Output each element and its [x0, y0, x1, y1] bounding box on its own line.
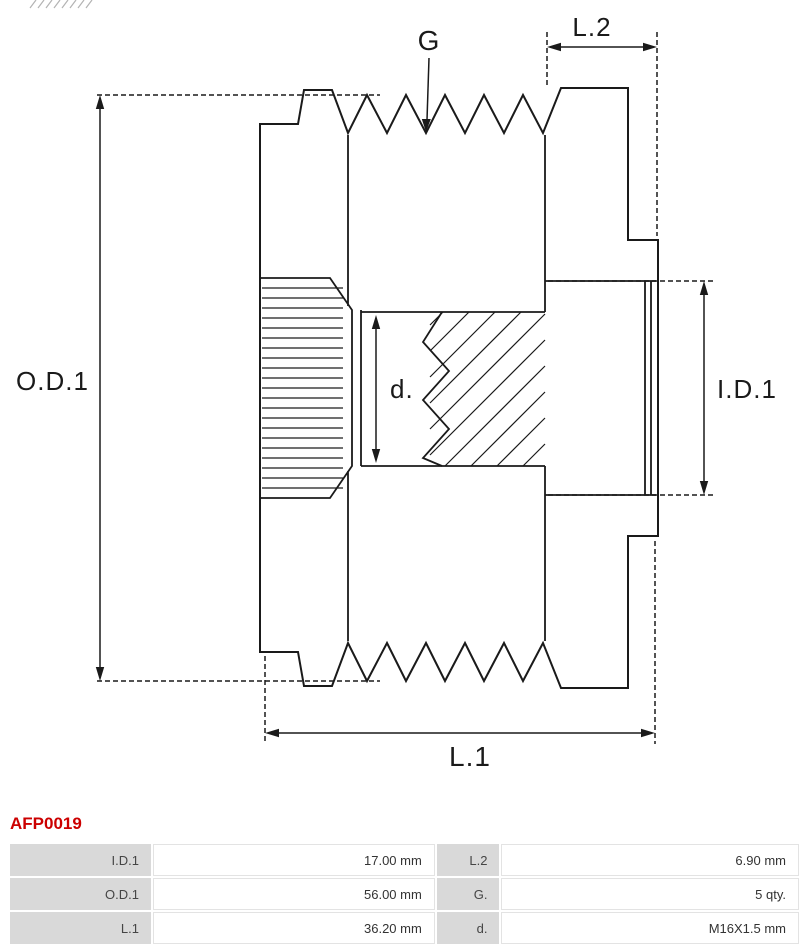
pulley-diagram-svg: O.D.1 I.D.1 d. — [16, 0, 777, 772]
spec-label-l2: L.2 — [436, 844, 500, 876]
dimension-label-g: G — [418, 25, 441, 56]
spec-value-g: 5 qty. — [501, 878, 799, 910]
knurl-hatch — [262, 287, 343, 489]
dimension-label-d: d. — [390, 374, 414, 404]
thread-profile — [421, 311, 451, 467]
dimension-id1: I.D.1 — [548, 280, 777, 496]
thread-hatch — [429, 311, 546, 467]
arrowhead-icon — [641, 728, 655, 738]
dimension-od1: O.D.1 — [16, 94, 380, 682]
dimension-label-od1: O.D.1 — [16, 366, 89, 396]
dimension-l1: L.1 — [264, 541, 656, 772]
arrowhead-icon — [371, 449, 381, 463]
dimension-l2: L.2 — [546, 12, 658, 236]
arrowhead-icon — [699, 281, 709, 295]
arrowhead-icon — [265, 728, 279, 738]
dimension-label-l1: L.1 — [449, 741, 491, 772]
spec-table: I.D.1 17.00 mm L.2 6.90 mm O.D.1 56.00 m… — [8, 842, 801, 946]
spec-label-d: d. — [436, 912, 500, 944]
dimension-g: G — [418, 25, 441, 132]
arrowhead-icon — [547, 42, 561, 52]
technical-drawing: O.D.1 I.D.1 d. — [16, 0, 777, 772]
dimension-d: d. — [371, 315, 414, 463]
spec-value-l1: 36.20 mm — [152, 912, 435, 944]
arrowhead-icon — [699, 481, 709, 495]
spec-value-l2: 6.90 mm — [501, 844, 799, 876]
spec-label-id1: I.D.1 — [10, 844, 151, 876]
spec-value-d: M16X1.5 mm — [501, 912, 799, 944]
dimension-label-id1: I.D.1 — [717, 374, 777, 404]
arrowhead-icon — [421, 119, 431, 132]
spec-row-2: O.D.1 56.00 mm G. 5 qty. — [10, 878, 799, 910]
spec-label-l1: L.1 — [10, 912, 151, 944]
part-number: AFP0019 — [10, 814, 82, 833]
spec-row-1: I.D.1 17.00 mm L.2 6.90 mm — [10, 844, 799, 876]
arrowhead-icon — [371, 315, 381, 329]
dimension-label-l2: L.2 — [572, 12, 611, 42]
spec-label-od1: O.D.1 — [10, 878, 151, 910]
corner-watermark-artifact — [29, 0, 93, 9]
pulley-outline — [259, 87, 659, 689]
spec-label-g: G. — [436, 878, 500, 910]
spec-row-3: L.1 36.20 mm d. M16X1.5 mm — [10, 912, 799, 944]
spec-value-id1: 17.00 mm — [152, 844, 435, 876]
arrowhead-icon — [95, 95, 105, 109]
spec-value-od1: 56.00 mm — [152, 878, 435, 910]
arrowhead-icon — [95, 667, 105, 681]
arrowhead-icon — [643, 42, 657, 52]
